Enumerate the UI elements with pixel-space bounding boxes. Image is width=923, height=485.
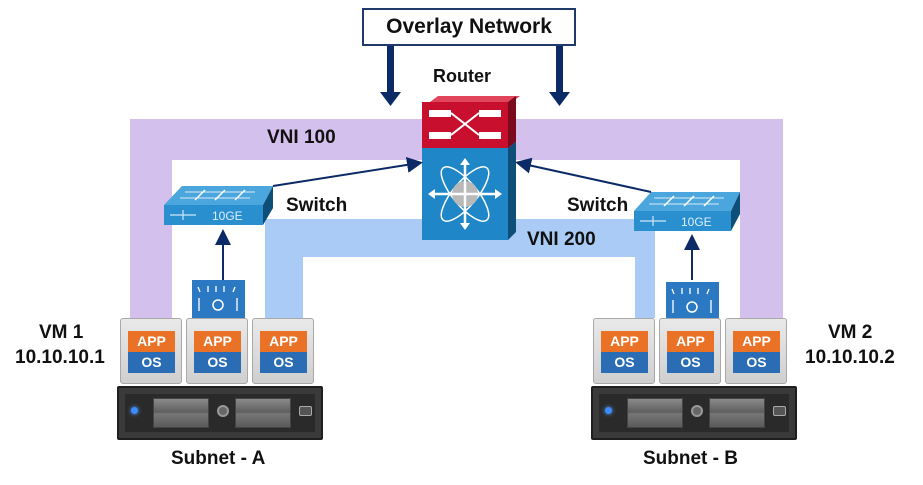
vm-tile: APP OS	[186, 318, 248, 384]
os-layer: OS	[601, 352, 648, 373]
os-layer: OS	[194, 352, 241, 373]
vni-200-label: VNI 200	[527, 229, 596, 250]
switch-right-icon	[634, 192, 740, 231]
port-icon	[773, 406, 786, 416]
app-layer: APP	[260, 331, 307, 352]
drive-bay	[709, 398, 765, 428]
os-layer: OS	[667, 352, 714, 373]
switch-left-icon	[164, 186, 273, 225]
router-icon	[422, 96, 520, 240]
port-icon	[299, 406, 312, 416]
vswitch-right-icon	[666, 282, 719, 320]
vm2-name: VM 2	[828, 322, 873, 343]
link-right-switch-router	[515, 157, 652, 193]
subnet-b-label: Subnet - B	[643, 448, 738, 469]
app-layer: APP	[194, 331, 241, 352]
server-subnet-a	[117, 386, 323, 440]
app-layer: APP	[733, 331, 780, 352]
drive-bay	[235, 398, 291, 428]
vm1-name: VM 1	[39, 322, 84, 343]
router-label: Router	[433, 66, 491, 86]
vm2-ip: 10.10.10.2	[805, 347, 895, 368]
vswitch-left-icon	[192, 280, 245, 318]
vni-200-band	[265, 219, 655, 318]
os-layer: OS	[128, 352, 175, 373]
switch-left-badge: 10GE	[212, 209, 243, 223]
power-button-icon	[217, 405, 229, 417]
os-layer: OS	[260, 352, 307, 373]
subnet-a-label: Subnet - A	[171, 448, 266, 469]
vm-tile: APP OS	[252, 318, 314, 384]
vm-tile: APP OS	[659, 318, 721, 384]
power-led-icon	[131, 407, 138, 414]
power-led-icon	[605, 407, 612, 414]
drive-bay	[153, 398, 209, 428]
switch-left-label: Switch	[286, 195, 348, 216]
os-layer: OS	[733, 352, 780, 373]
vm-tile: APP OS	[725, 318, 787, 384]
app-layer: APP	[128, 331, 175, 352]
overlay-arrow-right	[549, 46, 570, 106]
app-layer: APP	[667, 331, 714, 352]
server-subnet-b	[591, 386, 797, 440]
vm1-ip: 10.10.10.1	[15, 347, 105, 368]
power-button-icon	[691, 405, 703, 417]
link-left-switch-router	[272, 156, 423, 187]
drive-bay	[627, 398, 683, 428]
switch-right-badge: 10GE	[681, 215, 712, 229]
app-layer: APP	[601, 331, 648, 352]
vm-tile: APP OS	[120, 318, 182, 384]
overlay-arrow-left	[380, 46, 401, 106]
vm-tile: APP OS	[593, 318, 655, 384]
overlay-network-box: Overlay Network	[362, 8, 576, 46]
switch-right-label: Switch	[567, 195, 629, 216]
vni-100-label: VNI 100	[267, 127, 336, 148]
